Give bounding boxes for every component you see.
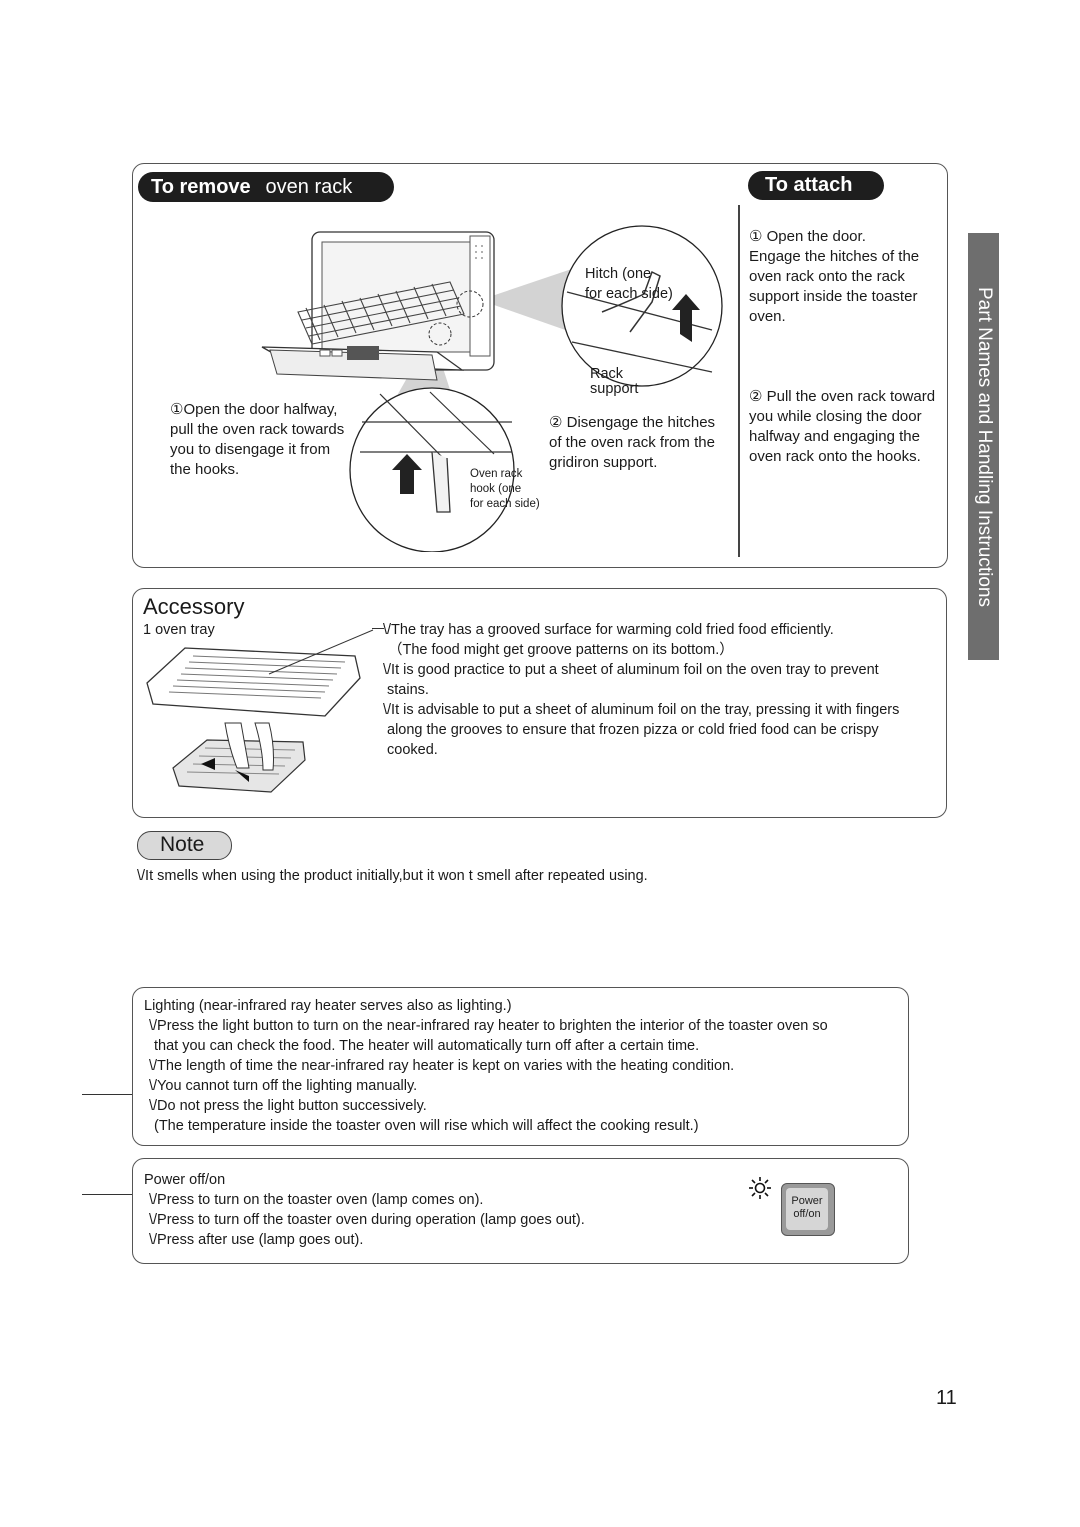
callout-rack-support: Rack support bbox=[590, 366, 639, 397]
accessory-item: 1 oven tray bbox=[143, 622, 215, 638]
attach-step-1: ① Open the door. Engage the hitches of t… bbox=[749, 228, 920, 325]
lighting-text: Lighting (near-infrared ray heater serve… bbox=[144, 998, 828, 1134]
section-side-tab: Part Names and Handling Instructions bbox=[968, 233, 999, 660]
attach-step-2: ② Pull the oven rack toward you while cl… bbox=[749, 388, 936, 465]
power-text: Power off/on \/Press to turn on the toas… bbox=[144, 1172, 585, 1248]
remove-step-1: ①Open the door halfway, pull the oven ra… bbox=[170, 401, 345, 478]
note-badge: Note bbox=[137, 831, 232, 860]
column-divider bbox=[738, 205, 740, 557]
lighting-box bbox=[132, 987, 909, 1146]
remove-step-2: ② Disengage the hitches of the oven rack… bbox=[549, 414, 716, 471]
to-remove-title: To remove oven rack bbox=[138, 172, 394, 202]
to-remove-title-bold: To remove bbox=[151, 176, 251, 198]
accessory-description: \/The tray has a grooved surface for war… bbox=[383, 622, 900, 758]
power-button[interactable]: Power off/on bbox=[781, 1183, 835, 1236]
rack-instructions-box bbox=[132, 163, 948, 568]
lamp-icon bbox=[749, 1177, 771, 1199]
power-leader-line bbox=[82, 1194, 132, 1195]
to-attach-title: To attach bbox=[748, 171, 884, 200]
oven-rack-illustration bbox=[261, 225, 723, 552]
callout-oven-rack-hook: Oven rack hook (one for each side) bbox=[470, 468, 540, 510]
oven-tray-illustration bbox=[146, 629, 374, 793]
page-number: 11 bbox=[936, 1387, 957, 1409]
note-text: \/It smells when using the product initi… bbox=[137, 868, 648, 884]
accessory-title: Accessory bbox=[143, 594, 245, 619]
power-button-label-line2: off/on bbox=[793, 1208, 821, 1220]
callout-hitch: Hitch (one for each side) bbox=[585, 266, 673, 302]
to-remove-title-rest: oven rack bbox=[260, 176, 353, 198]
accessory-leader-line bbox=[372, 628, 384, 629]
power-box bbox=[132, 1158, 909, 1264]
power-button-label-line1: Power bbox=[791, 1195, 823, 1207]
lighting-leader-line bbox=[82, 1094, 132, 1095]
